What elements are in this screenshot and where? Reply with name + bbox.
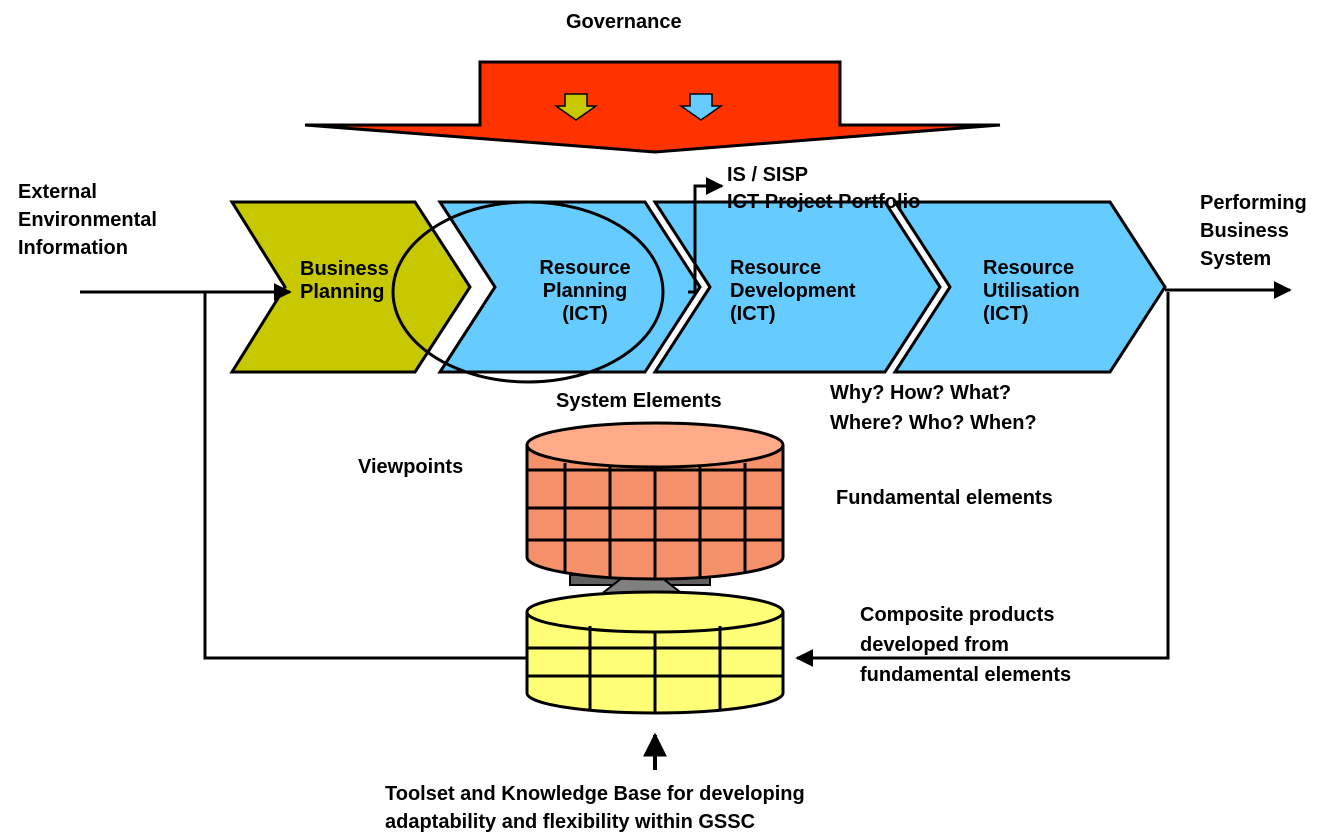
- stage-chevron-3: [652, 200, 942, 374]
- stage-chevron-2: [437, 200, 702, 374]
- stage-label-business-planning: Business Planning: [300, 258, 389, 303]
- focus-ellipse: [391, 200, 665, 384]
- composite-products-label: Composite products developed from fundam…: [860, 604, 1072, 686]
- stage-label-resource-development: Resource Development (ICT): [730, 257, 856, 325]
- down-arrow-blue-icon: [678, 93, 724, 121]
- stage-label-resource-planning: Resource Planning (ICT): [539, 257, 631, 325]
- viewpoints-label: Viewpoints: [358, 456, 464, 478]
- toolset-label: Toolset and Knowledge Base for developin…: [385, 783, 805, 833]
- portfolio-label: IS / SISP ICT Project Portfolio: [727, 164, 921, 213]
- stage-chevron-4: [892, 200, 1167, 374]
- governance-label: Governance: [566, 11, 682, 33]
- questions-label: Why? How? What? Where? Who? When?: [830, 382, 1037, 434]
- system-elements-label: System Elements: [556, 390, 722, 412]
- composite-return-line: [795, 292, 1170, 667]
- governance-arrow: [304, 60, 1001, 154]
- external-info-label: External Environmental Information: [18, 181, 157, 259]
- stage-label-resource-utilisation: Resource Utilisation (ICT): [983, 257, 1080, 325]
- toolset-cylinder: [525, 590, 785, 715]
- fundamental-elements-label: Fundamental elements: [836, 487, 1053, 509]
- feedback-loop-line: [203, 292, 527, 660]
- down-arrow-yellow-icon: [553, 93, 599, 121]
- portfolio-arrow: [688, 177, 724, 294]
- performing-system-label: Performing Business System: [1200, 192, 1307, 270]
- system-elements-cylinder: [525, 421, 785, 581]
